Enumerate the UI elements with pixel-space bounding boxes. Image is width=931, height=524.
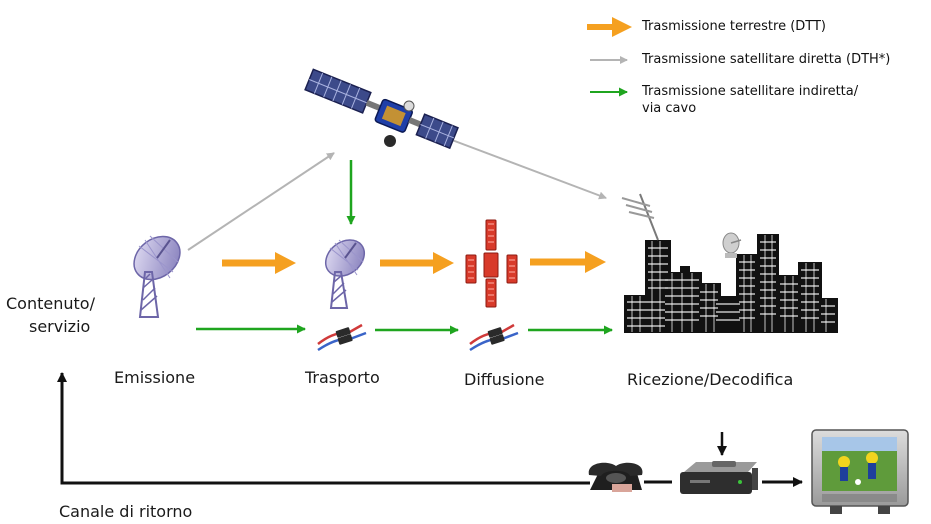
dtt-arrow-1 [222, 252, 296, 274]
legend-dtt-label: Trasmissione terrestre (DTT) [642, 19, 827, 34]
transport-dish-icon [324, 239, 366, 309]
content-label-line1: Contenuto/ [6, 294, 95, 313]
broadcast-fiber-icon [469, 323, 519, 352]
transport-fiber-icon [317, 323, 367, 352]
broadcast-label: Diffusione [464, 370, 545, 389]
legend-cable-label-line2: via cavo [642, 101, 697, 116]
legend-dtt-arrow [587, 17, 632, 37]
transmitter-tower-icon [465, 219, 518, 308]
set-top-box-icon [680, 461, 758, 494]
emission-label: Emissione [114, 368, 196, 387]
emission-dish-icon [133, 235, 181, 318]
legend-dth-label: Trasmissione satellitare diretta (DTH*) [642, 52, 891, 67]
dtt-arrow-3 [530, 251, 606, 273]
dtt-arrow-2 [380, 252, 454, 274]
dth-downlink-arrow [435, 133, 607, 200]
return-channel-label: Canale di ritorno [59, 502, 193, 521]
return-channel-line [57, 372, 590, 485]
telephone-icon [588, 462, 643, 492]
city-buildings-icon [621, 193, 838, 333]
television-icon [811, 429, 909, 514]
transport-label: Trasporto [305, 368, 380, 387]
dth-uplink-arrow [187, 152, 335, 251]
satellite-icon [304, 68, 459, 150]
content-label-line2: servizio [29, 317, 91, 336]
legend-cable-label-line1: Trasmissione satellitare indiretta/ [642, 84, 859, 99]
reception-label: Ricezione/Decodifica [627, 370, 794, 389]
